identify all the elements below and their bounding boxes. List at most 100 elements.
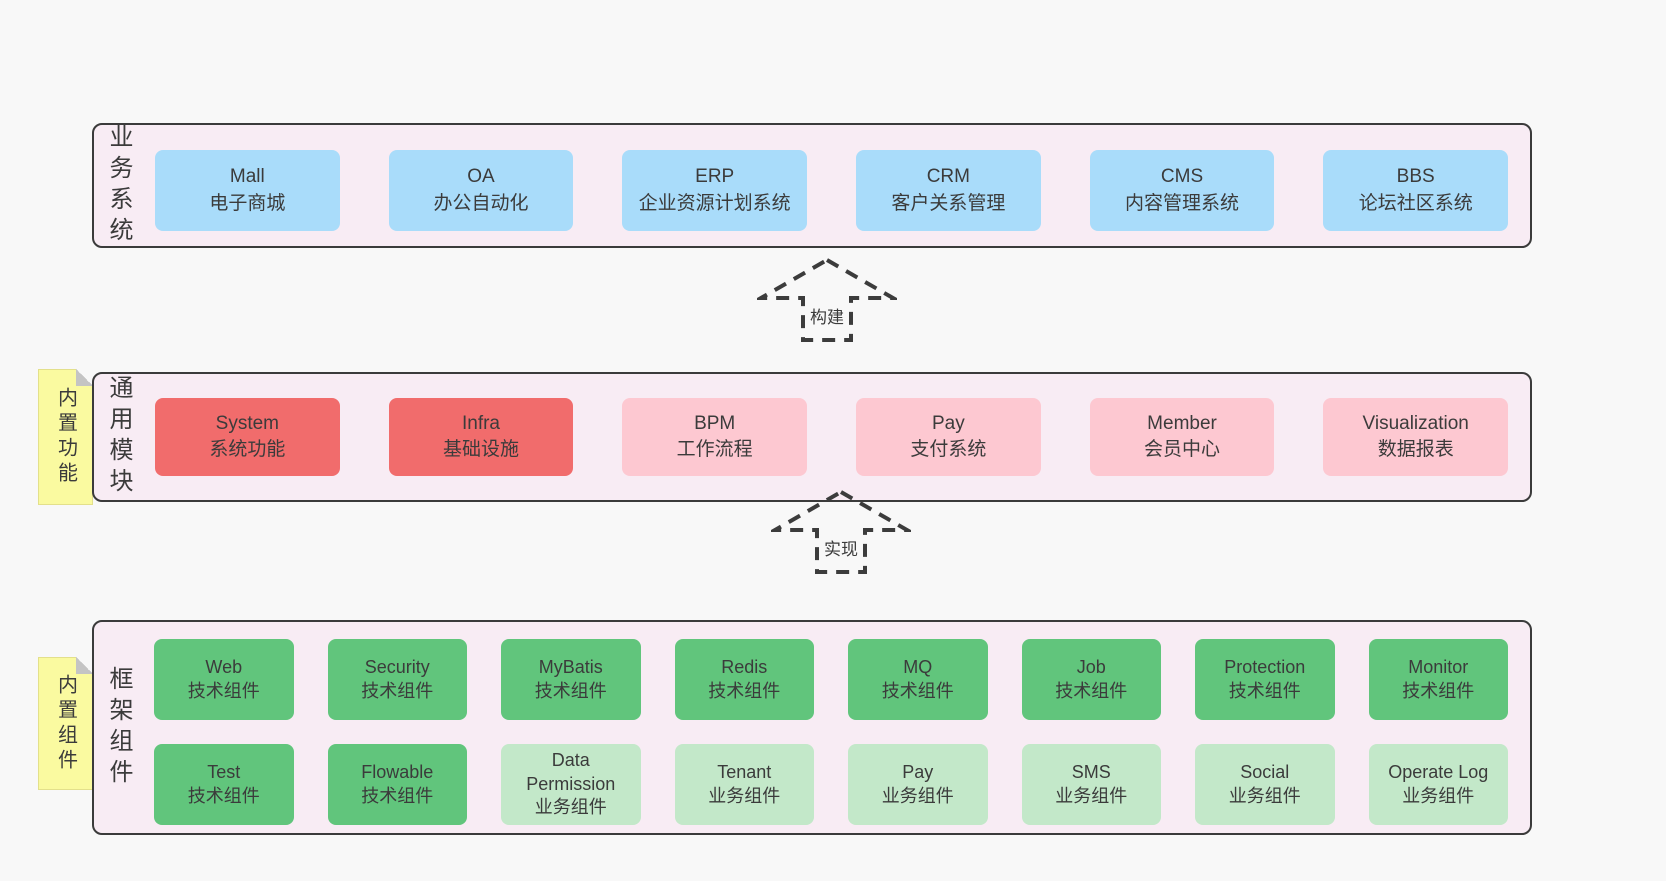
box-subtitle: 内容管理系统 bbox=[1125, 192, 1240, 214]
arrow-label-build: 构建 bbox=[806, 303, 848, 328]
box-title: MyBatis bbox=[538, 656, 603, 677]
diagram-box-monitor: Monitor 技术组件 bbox=[1368, 639, 1508, 720]
box-subtitle: 会员中心 bbox=[1144, 439, 1221, 460]
sticky-note-built-in-components: 内置组件 bbox=[38, 657, 93, 790]
box-title: Member bbox=[1147, 412, 1217, 434]
diagram-box-operate-log: Operate Log 业务组件 bbox=[1368, 744, 1508, 825]
diagram-box-web: Web 技术组件 bbox=[154, 639, 294, 720]
diagram-box-crm: CRM 客户关系管理 bbox=[856, 150, 1041, 231]
diagram-box-bpm: BPM 工作流程 bbox=[622, 398, 808, 476]
box-title: Visualization bbox=[1362, 412, 1469, 434]
box-subtitle: 支付系统 bbox=[910, 439, 987, 460]
box-subtitle: 办公自动化 bbox=[433, 192, 529, 214]
box-subtitle: 技术组件 bbox=[1228, 680, 1301, 701]
diagram-box-system: System 系统功能 bbox=[155, 398, 340, 476]
diagram-box-infra: Infra 基础设施 bbox=[388, 398, 574, 476]
box-title: CRM bbox=[926, 166, 970, 188]
box-title: Flowable bbox=[361, 761, 434, 782]
box-subtitle: 技术组件 bbox=[361, 785, 434, 806]
box-subtitle: 客户关系管理 bbox=[891, 192, 1006, 214]
box-title: Protection bbox=[1224, 656, 1306, 677]
diagram-box-pay-system: Pay 支付系统 bbox=[856, 398, 1041, 476]
box-subtitle: 企业资源计划系统 bbox=[638, 192, 791, 214]
diagram-box-mall: Mall 电子商城 bbox=[155, 150, 340, 231]
diagram-box-bbs: BBS 论坛社区系统 bbox=[1323, 150, 1509, 231]
up-arrow-icon bbox=[757, 257, 897, 342]
box-title: Mall bbox=[229, 166, 265, 188]
box-subtitle: 技术组件 bbox=[881, 680, 954, 701]
box-title: Infra bbox=[461, 412, 501, 434]
box-subtitle: 论坛社区系统 bbox=[1358, 192, 1473, 214]
layer-title: 通用模块 bbox=[105, 375, 132, 499]
box-title: System bbox=[215, 412, 280, 434]
diagram-box-member: Member 会员中心 bbox=[1089, 398, 1275, 476]
box-subtitle: 业务组件 bbox=[1402, 785, 1475, 806]
diagram-box-mq: MQ 技术组件 bbox=[848, 639, 988, 720]
layer-common-modules: 通用模块 System 系统功能 Infra 基础设施 BPM 工作流程 Pay… bbox=[92, 372, 1532, 502]
box-title: OA bbox=[467, 166, 495, 188]
layer-framework-components: 框架组件 Web 技术组件 Security 技术组件 MyBatis 技术组件… bbox=[92, 620, 1532, 835]
diagram-box-test: Test 技术组件 bbox=[154, 744, 294, 825]
box-subtitle: 技术组件 bbox=[1402, 680, 1475, 701]
box-title: ERP bbox=[695, 166, 735, 188]
arrow-label-implement: 实现 bbox=[820, 535, 862, 560]
business-box-row: Mall 电子商城 OA 办公自动化 ERP 企业资源计划系统 CRM 客户关系… bbox=[155, 150, 1509, 231]
up-arrow-icon bbox=[771, 489, 911, 574]
diagram-box-data-permission: Data Permission 业务组件 bbox=[501, 744, 641, 825]
diagram-box-mybatis: MyBatis 技术组件 bbox=[501, 639, 641, 720]
box-subtitle: 业务组件 bbox=[708, 785, 781, 806]
diagram-box-protection: Protection 技术组件 bbox=[1195, 639, 1335, 720]
box-subtitle: 基础设施 bbox=[443, 439, 520, 460]
box-subtitle: 系统功能 bbox=[209, 439, 286, 460]
diagram-box-erp: ERP 企业资源计划系统 bbox=[622, 150, 808, 231]
box-title: Web bbox=[205, 656, 243, 677]
box-subtitle: 业务组件 bbox=[1055, 785, 1128, 806]
components-box-grid: Web 技术组件 Security 技术组件 MyBatis 技术组件 Redi… bbox=[154, 639, 1508, 825]
box-subtitle: 技术组件 bbox=[534, 680, 607, 701]
box-title: Security bbox=[364, 656, 430, 677]
diagram-box-sms: SMS 业务组件 bbox=[1021, 744, 1161, 825]
diagram-box-job: Job 技术组件 bbox=[1021, 639, 1161, 720]
layer-title: 业务系统 bbox=[105, 123, 132, 248]
modules-box-row: System 系统功能 Infra 基础设施 BPM 工作流程 Pay 支付系统… bbox=[155, 398, 1509, 476]
sticky-note-label: 内置功能 bbox=[54, 387, 77, 487]
box-title: CMS bbox=[1160, 166, 1204, 188]
box-title: Pay bbox=[902, 761, 934, 782]
box-title: Social bbox=[1240, 761, 1290, 782]
diagram-box-tenant: Tenant 业务组件 bbox=[674, 744, 814, 825]
box-title: Redis bbox=[721, 656, 768, 677]
box-title: Monitor bbox=[1408, 656, 1469, 677]
layer-business-systems: 业务系统 Mall 电子商城 OA 办公自动化 ERP 企业资源计划系统 CRM… bbox=[92, 123, 1532, 248]
diagram-box-flowable: Flowable 技术组件 bbox=[327, 744, 467, 825]
box-subtitle: 业务组件 bbox=[1228, 785, 1301, 806]
box-subtitle: 电子商城 bbox=[209, 192, 286, 214]
box-subtitle: 技术组件 bbox=[1055, 680, 1128, 701]
box-title: MQ bbox=[903, 656, 933, 677]
layer-title: 框架组件 bbox=[105, 665, 132, 790]
box-subtitle: 技术组件 bbox=[187, 785, 260, 806]
diagram-box-visualization: Visualization 数据报表 bbox=[1323, 398, 1509, 476]
diagram-box-social: Social 业务组件 bbox=[1195, 744, 1335, 825]
box-subtitle: 业务组件 bbox=[534, 797, 607, 818]
box-title: Job bbox=[1076, 656, 1106, 677]
box-subtitle: 技术组件 bbox=[708, 680, 781, 701]
box-title: Test bbox=[207, 761, 241, 782]
box-title: Tenant bbox=[717, 761, 772, 782]
box-subtitle: 技术组件 bbox=[361, 680, 434, 701]
sticky-note-label: 内置组件 bbox=[54, 673, 77, 774]
dashed-up-arrow-implement: 实现 bbox=[771, 489, 911, 575]
diagram-box-security: Security 技术组件 bbox=[327, 639, 467, 720]
box-title: Data Permission bbox=[526, 749, 616, 794]
box-subtitle: 技术组件 bbox=[187, 680, 260, 701]
box-title: BBS bbox=[1396, 166, 1435, 188]
diagram-box-pay-component: Pay 业务组件 bbox=[848, 744, 988, 825]
box-title: Pay bbox=[931, 412, 965, 434]
dashed-up-arrow-build: 构建 bbox=[757, 257, 897, 343]
sticky-note-built-in-features: 内置功能 bbox=[38, 369, 93, 505]
diagram-box-oa: OA 办公自动化 bbox=[388, 150, 574, 231]
box-subtitle: 业务组件 bbox=[881, 785, 954, 806]
box-subtitle: 数据报表 bbox=[1377, 439, 1454, 460]
box-title: BPM bbox=[694, 412, 736, 434]
diagram-box-redis: Redis 技术组件 bbox=[674, 639, 814, 720]
